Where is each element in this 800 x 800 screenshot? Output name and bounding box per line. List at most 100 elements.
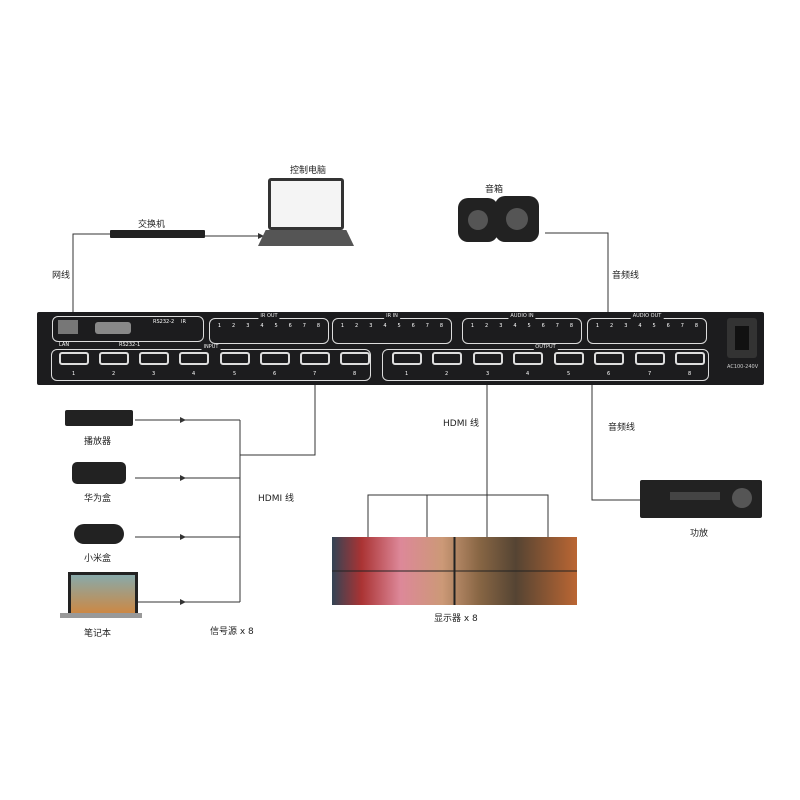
audio-cable-bottom-label: 音频线 xyxy=(608,423,636,433)
xiaomi-label: 小米盒 xyxy=(84,554,112,564)
laptop-base xyxy=(60,613,142,618)
rs232-1-label: RS232-1 xyxy=(119,342,141,348)
jack: 4 xyxy=(260,323,264,329)
jack: 3 xyxy=(246,323,250,329)
hdmi-input-port xyxy=(179,352,209,365)
hdmi-input-port xyxy=(139,352,169,365)
port-number: 4 xyxy=(192,371,196,377)
jack: 7 xyxy=(680,323,684,329)
hdmi-output-port xyxy=(675,352,705,365)
port-number: 8 xyxy=(353,371,357,377)
jack: 4 xyxy=(383,323,387,329)
jack: 3 xyxy=(624,323,628,329)
output-label: OUTPUT xyxy=(533,344,558,350)
hdmi-input-port xyxy=(59,352,89,365)
jack: 3 xyxy=(369,323,373,329)
hdmi-input-port xyxy=(260,352,290,365)
jack: 2 xyxy=(485,323,489,329)
net-cable-label: 网线 xyxy=(52,271,71,281)
laptop-label: 笔记本 xyxy=(84,629,112,639)
ir-out-group: IR OUT 1 2 3 4 5 6 7 8 xyxy=(209,313,329,344)
port-number: 5 xyxy=(233,371,237,377)
network-switch xyxy=(110,230,205,238)
control-pc xyxy=(268,178,344,230)
player-device xyxy=(65,410,133,426)
jack: 8 xyxy=(569,323,574,329)
huawei-box xyxy=(72,462,126,484)
speaker-left xyxy=(458,198,498,242)
matrix-switcher-panel: RS232-2 IR LAN RS232-1 IR OUT 1 2 3 4 5 6 7 8 IR… xyxy=(37,312,764,385)
ir-in-label: IR IN xyxy=(384,313,400,319)
jack: 6 xyxy=(666,323,670,329)
laptop-source xyxy=(68,572,138,616)
lan-port xyxy=(58,320,78,334)
hdmi-output-port xyxy=(392,352,422,365)
displays-label: 显示器 x 8 xyxy=(434,614,478,624)
rs232-2-label: RS232-2 xyxy=(153,319,175,325)
port-number: 4 xyxy=(526,371,530,377)
jack: 7 xyxy=(302,323,306,329)
jack: 5 xyxy=(274,323,278,329)
port-number: 3 xyxy=(486,371,490,377)
hdmi-output-cable-label: HDMI 线 xyxy=(443,419,479,429)
jack: 4 xyxy=(638,323,642,329)
lan-label: LAN xyxy=(59,342,70,348)
hdmi-output-port xyxy=(513,352,543,365)
ir-out-label: IR OUT xyxy=(258,313,280,319)
switch-label: 交换机 xyxy=(138,220,166,230)
ir-label: IR xyxy=(181,319,186,325)
speaker-label: 音箱 xyxy=(485,185,504,195)
speaker-right xyxy=(495,196,539,242)
port-number: 7 xyxy=(648,371,652,377)
jack: 1 xyxy=(340,323,345,329)
port-number: 7 xyxy=(313,371,317,377)
pc-label: 控制电脑 xyxy=(290,166,327,176)
jack: 6 xyxy=(541,323,545,329)
hdmi-output-group: OUTPUT xyxy=(382,344,709,381)
port-number: 2 xyxy=(112,371,116,377)
jack: 2 xyxy=(232,323,236,329)
jack: 1 xyxy=(217,323,222,329)
huawei-label: 华为盒 xyxy=(84,494,112,504)
hdmi-output-port xyxy=(473,352,503,365)
jack: 3 xyxy=(499,323,503,329)
hdmi-input-port xyxy=(300,352,330,365)
port-number: 2 xyxy=(445,371,449,377)
jack: 2 xyxy=(610,323,614,329)
video-wall xyxy=(332,537,577,605)
power-label: AC100-240V xyxy=(727,364,759,370)
rs232-port xyxy=(95,322,131,334)
hdmi-output-port xyxy=(594,352,624,365)
amplifier-label: 功放 xyxy=(690,529,709,539)
hdmi-input-port xyxy=(220,352,250,365)
hdmi-input-port xyxy=(340,352,370,365)
port-number: 5 xyxy=(567,371,571,377)
hdmi-output-port xyxy=(635,352,665,365)
control-group: RS232-2 IR xyxy=(52,316,204,342)
amplifier-device xyxy=(640,480,762,518)
jack: 2 xyxy=(355,323,359,329)
power-socket xyxy=(727,318,757,358)
port-number: 6 xyxy=(607,371,611,377)
jack: 4 xyxy=(513,323,517,329)
hdmi-input-group: INPUT xyxy=(51,344,371,381)
xiaomi-box xyxy=(74,524,124,544)
jack: 8 xyxy=(316,323,321,329)
port-number: 6 xyxy=(273,371,277,377)
audio-cable-top-label: 音频线 xyxy=(612,271,640,281)
port-number: 3 xyxy=(152,371,156,377)
input-label: INPUT xyxy=(201,344,221,350)
jack: 5 xyxy=(652,323,656,329)
audio-in-label: AUDIO IN xyxy=(508,313,536,319)
audio-out-label: AUDIO OUT xyxy=(630,313,664,319)
jack: 1 xyxy=(470,323,475,329)
laptop-base xyxy=(258,230,354,246)
player-label: 播放器 xyxy=(84,437,112,447)
jack: 6 xyxy=(288,323,292,329)
hdmi-output-port xyxy=(432,352,462,365)
jack: 8 xyxy=(439,323,444,329)
jack: 7 xyxy=(555,323,559,329)
port-number: 8 xyxy=(688,371,692,377)
